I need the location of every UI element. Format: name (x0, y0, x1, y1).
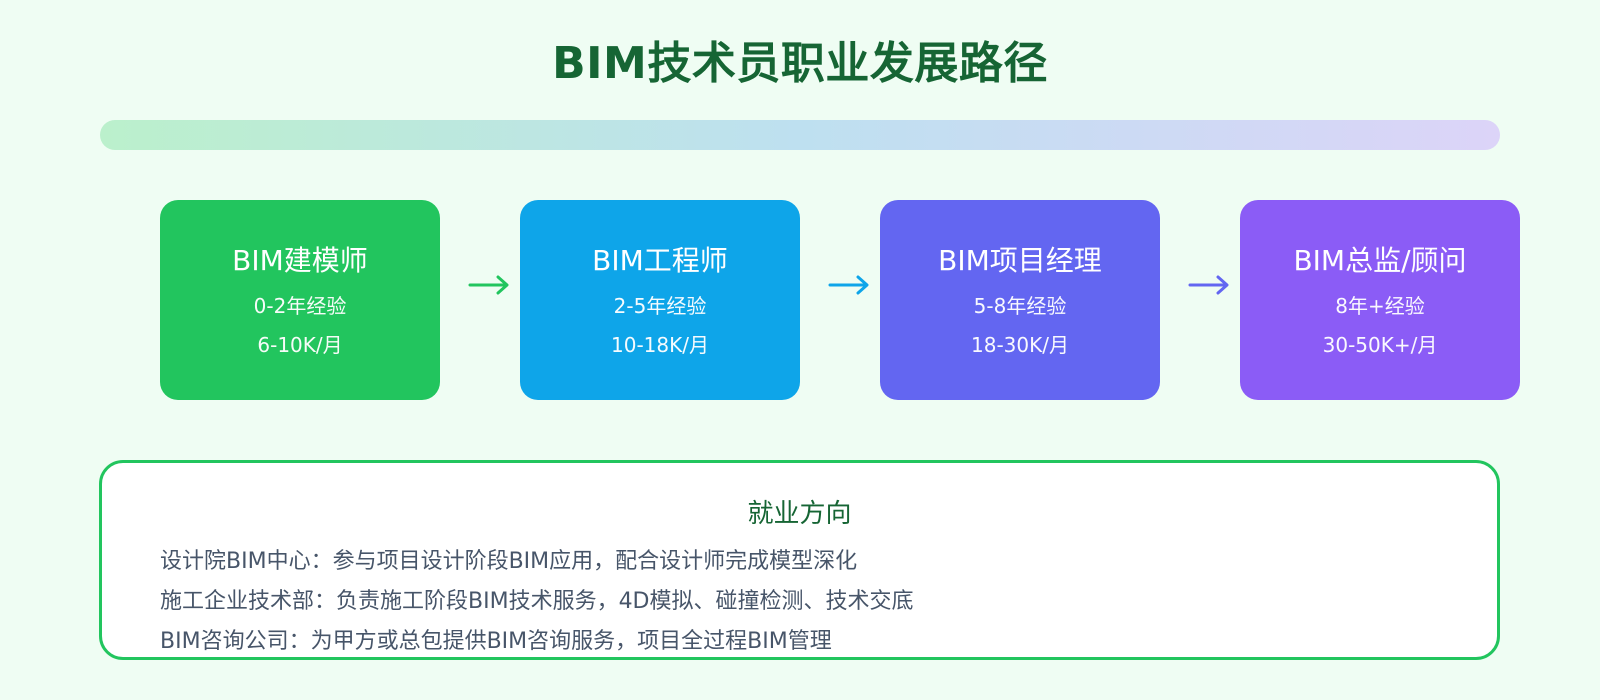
page-title: BIM技术员职业发展路径 (552, 38, 1048, 89)
stage-title: BIM工程师 (592, 244, 728, 277)
stage-salary: 10-18K/月 (611, 333, 709, 357)
stage-card-modeler: BIM建模师 0-2年经验 6-10K/月 (160, 200, 440, 400)
employment-item: BIM咨询公司：为甲方或总包提供BIM咨询服务，项目全过程BIM管理 (160, 629, 832, 654)
employment-item: 设计院BIM中心：参与项目设计阶段BIM应用，配合设计师完成模型深化 (160, 549, 858, 574)
employment-item: 施工企业技术部：负责施工阶段BIM技术服务，4D模拟、碰撞检测、技术交底 (160, 589, 914, 614)
stage-card-project-manager: BIM项目经理 5-8年经验 18-30K/月 (880, 200, 1160, 400)
employment-title: 就业方向 (747, 499, 852, 529)
arrow-right-icon (468, 275, 509, 295)
stage-experience: 5-8年经验 (973, 294, 1067, 318)
stage-salary: 18-30K/月 (971, 333, 1069, 357)
stage-experience: 0-2年经验 (253, 294, 347, 318)
stage-experience: 8年+经验 (1335, 294, 1425, 318)
stage-salary: 30-50K+/月 (1322, 333, 1438, 357)
decorative-gradient-bar (100, 120, 1500, 150)
stage-salary: 6-10K/月 (257, 333, 343, 357)
stage-title: BIM项目经理 (938, 244, 1102, 277)
employment-panel: 就业方向 设计院BIM中心：参与项目设计阶段BIM应用，配合设计师完成模型深化 … (99, 460, 1500, 660)
arrow-right-icon (1188, 275, 1229, 295)
stage-card-engineer: BIM工程师 2-5年经验 10-18K/月 (520, 200, 800, 400)
stage-title: BIM建模师 (232, 244, 368, 277)
stage-card-director: BIM总监/顾问 8年+经验 30-50K+/月 (1240, 200, 1520, 400)
stage-title: BIM总监/顾问 (1293, 244, 1467, 277)
stage-experience: 2-5年经验 (613, 294, 707, 318)
arrow-right-icon (828, 275, 869, 295)
